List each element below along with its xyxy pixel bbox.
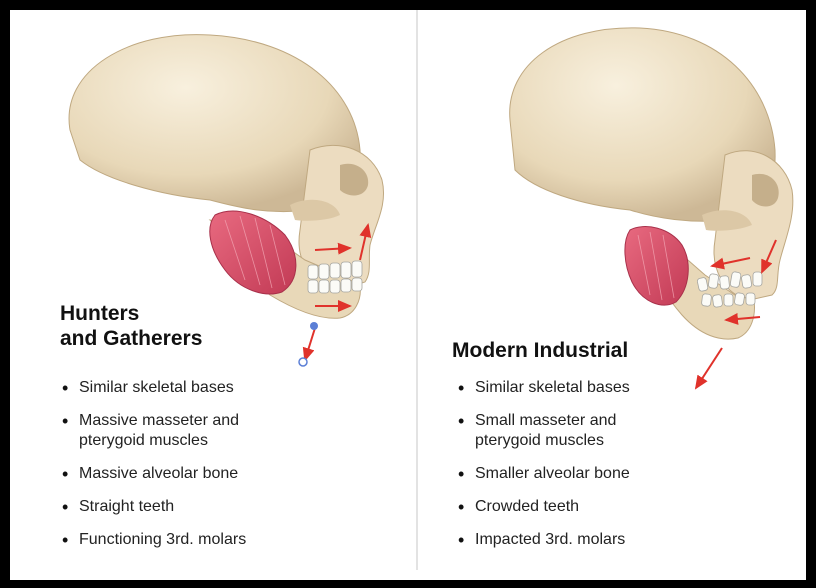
trait-list: Similar skeletal bases Massive masseter … <box>62 378 352 563</box>
trait-item: Smaller alveolar bone <box>458 464 758 484</box>
title-line-1: Hunters <box>60 301 202 326</box>
panel-title: Modern Industrial <box>452 338 628 363</box>
trait-list: Similar skeletal bases Small masseter an… <box>458 378 758 563</box>
trait-item: Functioning 3rd. molars <box>62 530 352 550</box>
title-line-2: and Gatherers <box>60 326 202 351</box>
teeth <box>308 261 362 293</box>
masseter-muscle <box>625 226 688 305</box>
marker-dot <box>299 358 307 366</box>
masseter-muscle <box>210 211 296 294</box>
trait-item: Impacted 3rd. molars <box>458 530 758 550</box>
trait-item: Similar skeletal bases <box>62 378 352 398</box>
trait-item: Massive alveolar bone <box>62 464 352 484</box>
trait-item: Massive masseter and pterygoid muscles <box>62 411 299 451</box>
trait-item: Crowded teeth <box>458 497 758 517</box>
trait-item: Similar skeletal bases <box>458 378 758 398</box>
hunters-gatherers-panel: Hunters and Gatherers Similar skeletal b… <box>10 10 406 580</box>
comparison-figure: Hunters and Gatherers Similar skeletal b… <box>10 10 806 580</box>
arrow <box>305 328 315 360</box>
panel-title: Hunters and Gatherers <box>60 301 202 351</box>
marker-dot <box>310 322 318 330</box>
panel-divider <box>416 10 418 570</box>
modern-industrial-panel: Modern Industrial Similar skeletal bases… <box>420 10 806 580</box>
trait-item: Straight teeth <box>62 497 352 517</box>
trait-item: Small masseter and pterygoid muscles <box>458 411 675 451</box>
